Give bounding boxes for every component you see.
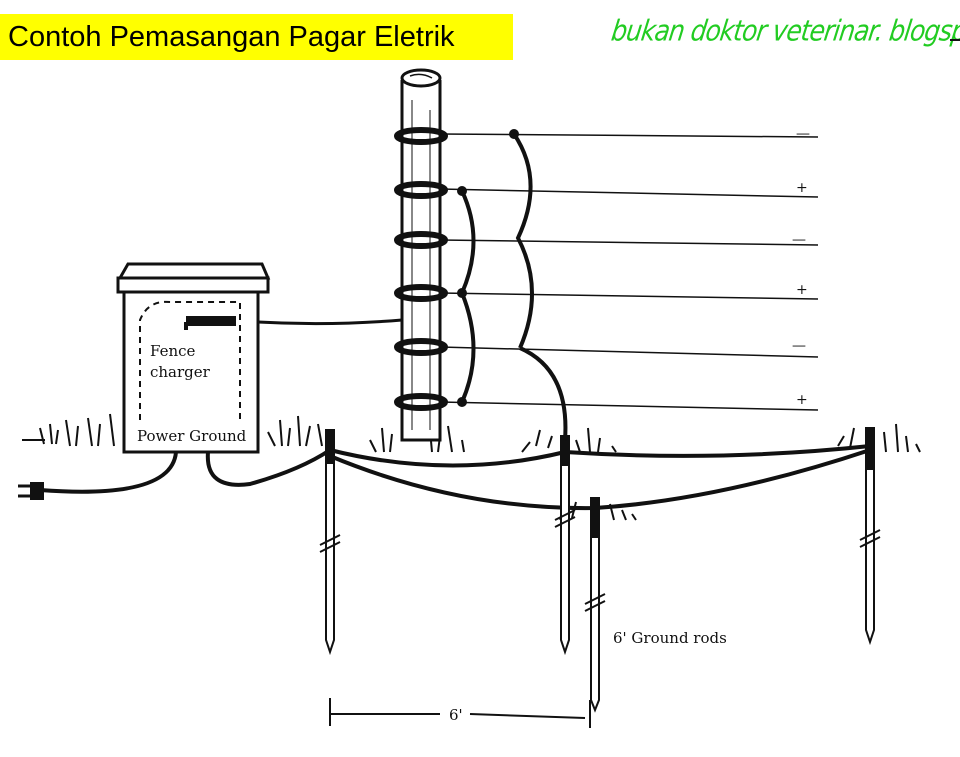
- page-title: Contoh Pemasangan Pagar Eletrik: [8, 20, 455, 53]
- spacing-dimension: [329, 698, 591, 728]
- fence-charger: [116, 262, 271, 454]
- fence-charger-label-1: Fence: [150, 342, 196, 360]
- charger-lead-wire: [257, 318, 403, 326]
- power-cord: [18, 451, 178, 500]
- ground-rods: [319, 427, 881, 713]
- wire-polarity-2: +: [796, 180, 808, 196]
- power-ground-label: Power Ground: [137, 427, 247, 445]
- wire-polarity-1: —: [796, 126, 810, 142]
- fence-charger-label-2: charger: [150, 363, 211, 381]
- fence-wires: [439, 133, 819, 411]
- fence-post: [394, 68, 448, 442]
- ground-rods-label: 6' Ground rods: [613, 629, 727, 647]
- spacing-label: 6': [449, 706, 463, 724]
- wire-polarity-5: —: [792, 338, 806, 354]
- wire-polarity-6: +: [796, 392, 808, 408]
- wire-polarity-4: +: [796, 282, 808, 298]
- title-banner: Contoh Pemasangan Pagar Eletrik: [0, 14, 513, 60]
- wire-polarity-3: —: [792, 232, 806, 248]
- jumper-wires: [457, 129, 568, 441]
- ground-wire: [205, 444, 871, 511]
